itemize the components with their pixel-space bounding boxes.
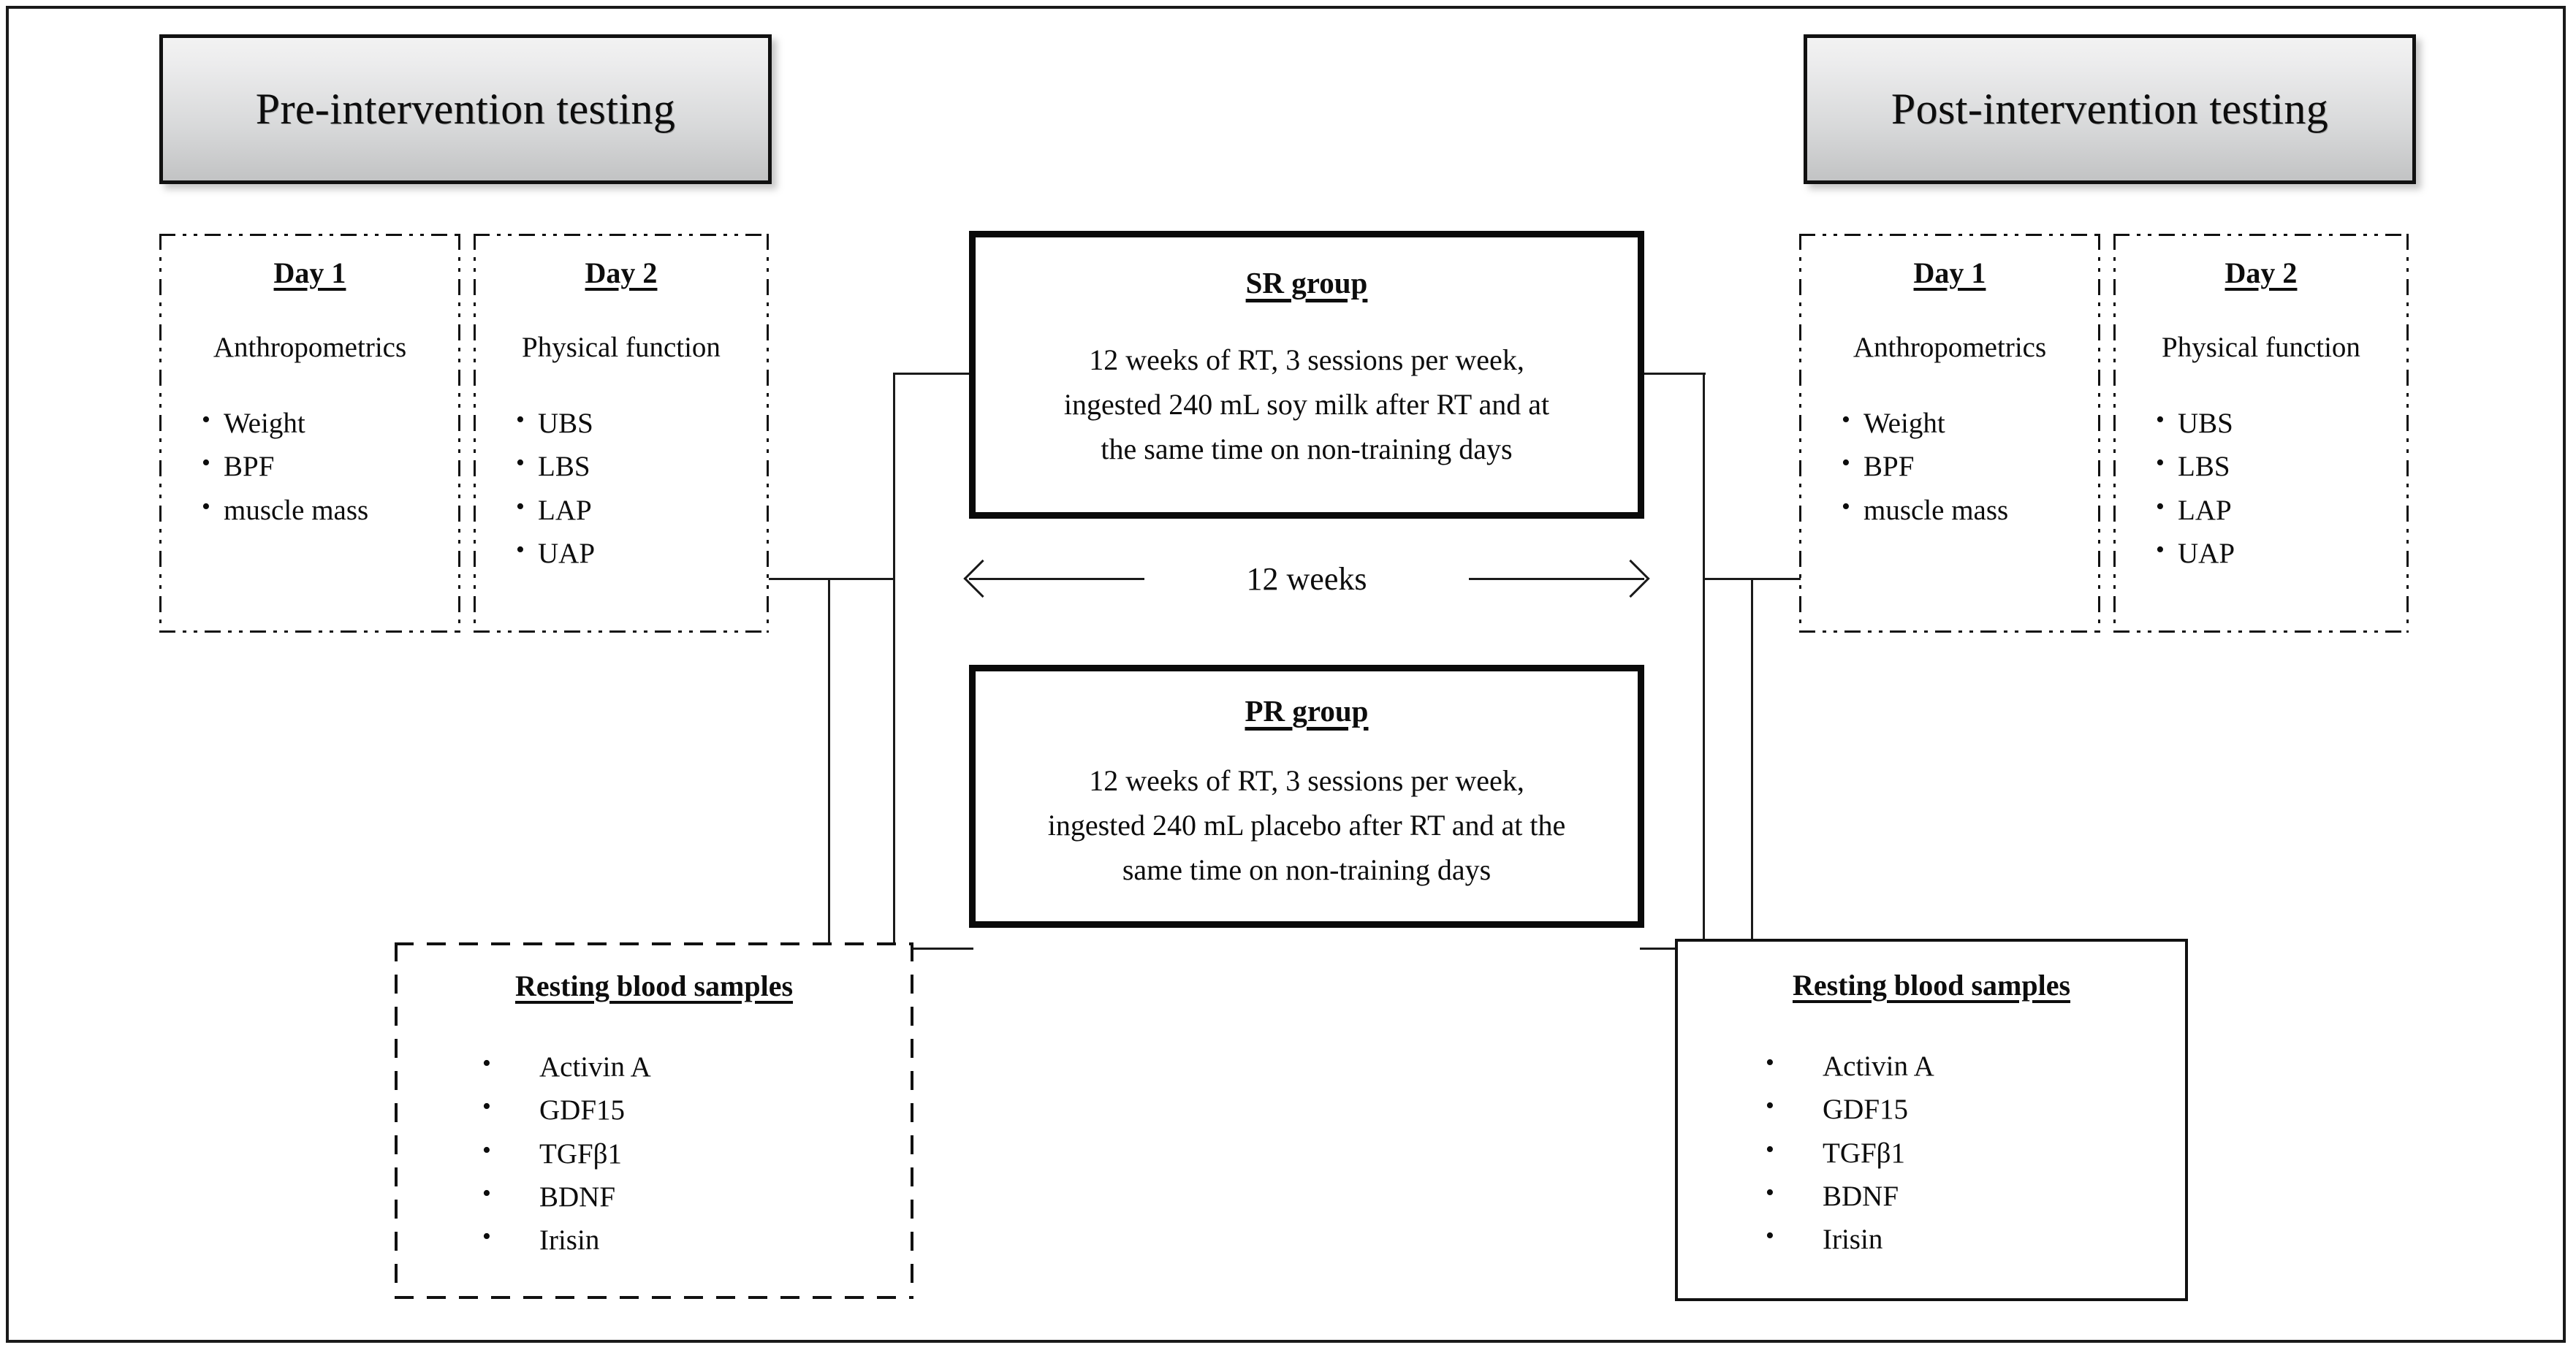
pre-connector-to-pr-group xyxy=(893,948,973,950)
list-item: GDF15 xyxy=(482,1087,913,1132)
list-item: UBS xyxy=(2156,400,2409,445)
post-connector-riser xyxy=(1703,373,1705,950)
sr-group-description-line-2: ingested 240 mL soy milk after RT and at xyxy=(1063,387,1550,421)
list-item: LBS xyxy=(2156,443,2409,488)
sr-group-description-line-1: 12 weeks of RT, 3 sessions per week, xyxy=(1089,343,1524,376)
list-item: UAP xyxy=(2156,530,2409,575)
pre-connector-horizontal xyxy=(769,578,894,580)
post-day1-subtitle: Anthropometrics xyxy=(1853,332,2047,363)
post-day1-panel: Day 1 Anthropometrics Weight BPF muscle … xyxy=(1799,234,2100,633)
post-intervention-banner-label: Post-intervention testing xyxy=(1891,85,2329,133)
pre-day1-title: Day 1 xyxy=(273,256,346,289)
list-item: Weight xyxy=(1842,400,2100,445)
arrow-shaft-left xyxy=(969,577,1144,580)
post-day1-measure-list: Weight BPF muscle mass xyxy=(1842,400,2100,532)
list-item: Weight xyxy=(202,400,460,445)
post-day2-panel: Day 2 Physical function UBS LBS LAP UAP xyxy=(2113,234,2409,633)
pr-group-description-line-2: ingested 240 mL placebo after RT and at … xyxy=(1047,808,1566,842)
arrow-shaft-right xyxy=(1469,577,1644,580)
pre-intervention-banner-label: Pre-intervention testing xyxy=(255,85,676,133)
list-item: BPF xyxy=(1842,443,2100,488)
post-connector-to-blood-panel xyxy=(1751,578,1753,943)
post-day2-title: Day 2 xyxy=(2224,256,2298,289)
post-blood-panel-title: Resting blood samples xyxy=(1792,969,2071,1002)
sr-group-description: 12 weeks of RT, 3 sessions per week, ing… xyxy=(976,338,1638,471)
pre-blood-panel-title: Resting blood samples xyxy=(514,969,794,1002)
arrow-head-left-icon xyxy=(963,559,1002,598)
pre-day2-panel: Day 2 Physical function UBS LBS LAP UAP xyxy=(474,234,769,633)
list-item: Activin A xyxy=(1766,1043,2185,1088)
pre-day2-measure-list: UBS LBS LAP UAP xyxy=(516,400,769,575)
list-item: TGFβ1 xyxy=(482,1131,913,1175)
pre-day2-subtitle: Physical function xyxy=(522,332,721,363)
post-blood-marker-list: Activin A GDF15 TGFβ1 BDNF Irisin xyxy=(1766,1043,2185,1261)
arrow-head-right-icon xyxy=(1611,559,1650,598)
figure-outer-frame xyxy=(6,6,2566,1343)
list-item: UAP xyxy=(516,530,769,575)
sr-group-box: SR group 12 weeks of RT, 3 sessions per … xyxy=(969,231,1644,519)
pre-resting-blood-samples-panel: Resting blood samples Activin A GDF15 TG… xyxy=(395,942,913,1299)
intervention-duration-row: 12 weeks xyxy=(963,557,1650,601)
pr-group-description-line-1: 12 weeks of RT, 3 sessions per week, xyxy=(1089,764,1524,797)
list-item: Irisin xyxy=(1766,1216,2185,1261)
pre-day2-title: Day 2 xyxy=(585,256,658,289)
pre-connector-riser xyxy=(893,373,895,950)
post-connector-to-sr-group xyxy=(1640,373,1706,375)
list-item: LAP xyxy=(2156,487,2409,532)
pr-group-description-line-3: same time on non-training days xyxy=(1122,853,1492,886)
list-item: LBS xyxy=(516,443,769,488)
pre-day1-panel: Day 1 Anthropometrics Weight BPF muscle … xyxy=(159,234,460,633)
list-item: Activin A xyxy=(482,1044,913,1089)
post-connector-to-pr-group xyxy=(1640,948,1706,950)
sr-group-title: SR group xyxy=(1245,266,1368,300)
pre-connector-to-sr-group xyxy=(893,373,973,375)
sr-group-description-line-3: the same time on non-training days xyxy=(1101,432,1513,465)
list-item: BDNF xyxy=(482,1174,913,1219)
list-item: BDNF xyxy=(1766,1173,2185,1218)
list-item: UBS xyxy=(516,400,769,445)
list-item: BPF xyxy=(202,443,460,488)
post-intervention-banner: Post-intervention testing xyxy=(1804,34,2416,184)
duration-arrow-right-icon xyxy=(1469,559,1650,598)
duration-label: 12 weeks xyxy=(1246,560,1367,597)
post-day2-measure-list: UBS LBS LAP UAP xyxy=(2156,400,2409,575)
duration-arrow-left-icon xyxy=(963,559,1144,598)
pre-connector-to-blood-panel xyxy=(828,578,830,964)
post-day1-title: Day 1 xyxy=(1913,256,1986,289)
list-item: Irisin xyxy=(482,1217,913,1262)
list-item: TGFβ1 xyxy=(1766,1130,2185,1175)
pr-group-title: PR group xyxy=(1245,694,1369,728)
pr-group-box: PR group 12 weeks of RT, 3 sessions per … xyxy=(969,665,1644,928)
pre-day1-subtitle: Anthropometrics xyxy=(213,332,407,363)
pre-intervention-banner: Pre-intervention testing xyxy=(159,34,772,184)
pr-group-description: 12 weeks of RT, 3 sessions per week, ing… xyxy=(976,759,1638,892)
list-item: GDF15 xyxy=(1766,1086,2185,1131)
pre-day1-measure-list: Weight BPF muscle mass xyxy=(202,400,460,532)
list-item: muscle mass xyxy=(1842,487,2100,532)
post-resting-blood-samples-panel: Resting blood samples Activin A GDF15 TG… xyxy=(1675,939,2188,1301)
list-item: muscle mass xyxy=(202,487,460,532)
list-item: LAP xyxy=(516,487,769,532)
pre-blood-marker-list: Activin A GDF15 TGFβ1 BDNF Irisin xyxy=(482,1044,913,1262)
post-day2-subtitle: Physical function xyxy=(2162,332,2360,363)
